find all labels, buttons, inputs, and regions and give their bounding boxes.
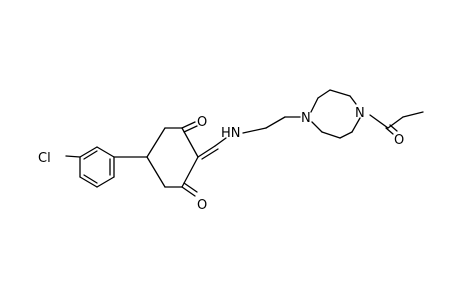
linker-bond xyxy=(242,127,267,134)
piperazine-n1-label: N xyxy=(301,111,311,126)
piperazine-n4-label: N xyxy=(355,106,365,121)
n-acyl-bond xyxy=(369,114,389,129)
carbonyl-bond xyxy=(181,186,196,197)
exocyclic-double-bond xyxy=(197,145,216,158)
bond xyxy=(181,156,199,188)
bond xyxy=(79,176,98,188)
amide-oxygen-label: O xyxy=(394,133,404,148)
bond xyxy=(329,89,351,97)
linker-bond xyxy=(265,116,286,129)
piperazine-ring xyxy=(310,89,361,139)
carbonyl-bond-second xyxy=(183,182,198,193)
cyclohexanedione-ring xyxy=(146,127,199,188)
bond xyxy=(349,95,357,105)
bond xyxy=(351,117,361,133)
carbonyl-bond-second xyxy=(183,125,198,133)
bond xyxy=(317,89,331,99)
bond xyxy=(79,146,98,158)
oxygen-top-label: O xyxy=(197,115,207,130)
double-bond-inner xyxy=(83,174,98,184)
amide-carbonyl-bond xyxy=(385,127,394,135)
double-bond-inner xyxy=(83,150,98,160)
bond xyxy=(96,146,115,158)
bond xyxy=(181,127,199,158)
ch-nh-bond xyxy=(214,137,227,147)
oxygen-bottom-label: O xyxy=(197,198,207,213)
c-cl-bond xyxy=(65,155,81,158)
exocyclic-double-bond-second xyxy=(201,148,219,160)
carbonyl-bond xyxy=(181,121,196,129)
bond xyxy=(311,121,323,133)
chlorophenyl-ring xyxy=(79,146,115,188)
ethyl-bond xyxy=(402,111,424,118)
nh-label: HN xyxy=(221,126,241,141)
bond xyxy=(146,156,166,188)
bond xyxy=(321,131,341,139)
bond xyxy=(339,131,353,139)
amide-carbonyl-bond-second xyxy=(389,124,398,132)
bond xyxy=(310,97,319,113)
bond xyxy=(146,127,166,158)
acyl-ethyl-bond xyxy=(387,116,404,129)
chlorine-label: Cl xyxy=(38,151,51,166)
bond xyxy=(96,176,115,188)
